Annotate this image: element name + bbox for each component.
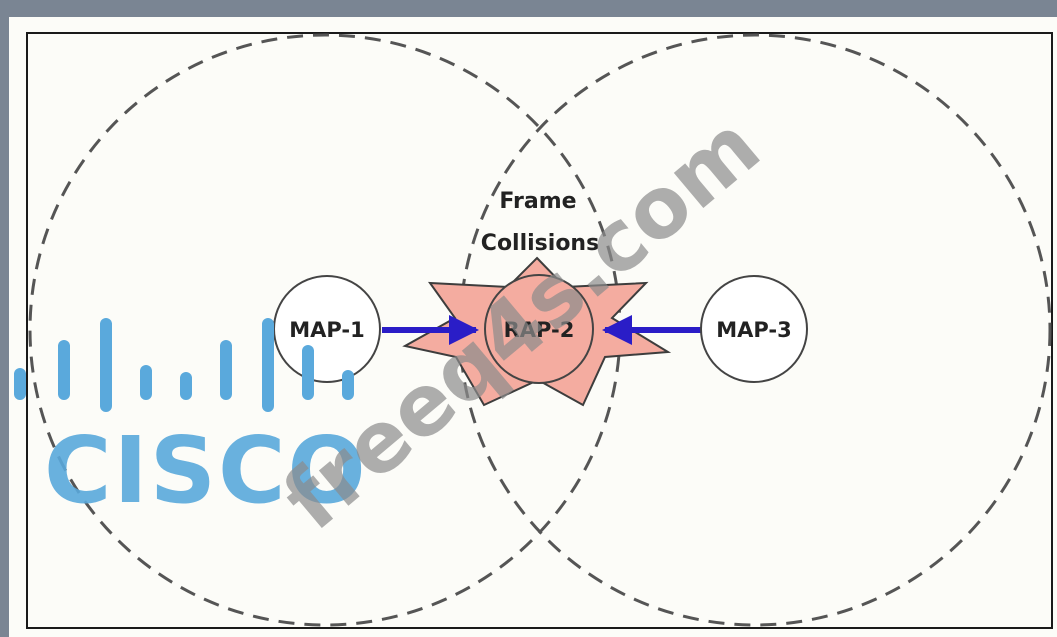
frame-collisions-label-line2: Collisions bbox=[481, 231, 599, 256]
node-map1-label: MAP-1 bbox=[289, 318, 365, 342]
node-map3-circle bbox=[700, 275, 808, 383]
node-rap2-circle bbox=[484, 274, 594, 384]
node-map3-label: MAP-3 bbox=[716, 318, 792, 342]
node-rap2-label: RAP-2 bbox=[504, 318, 575, 342]
frame-collisions-label-line1: Frame bbox=[499, 189, 576, 214]
coverage-circle-right bbox=[458, 33, 1052, 627]
cisco-bridge-icon bbox=[14, 318, 354, 412]
panel-border bbox=[26, 32, 1053, 629]
cisco-logo: CISCO bbox=[14, 318, 368, 524]
cisco-logo-wordmark: CISCO bbox=[44, 417, 368, 524]
